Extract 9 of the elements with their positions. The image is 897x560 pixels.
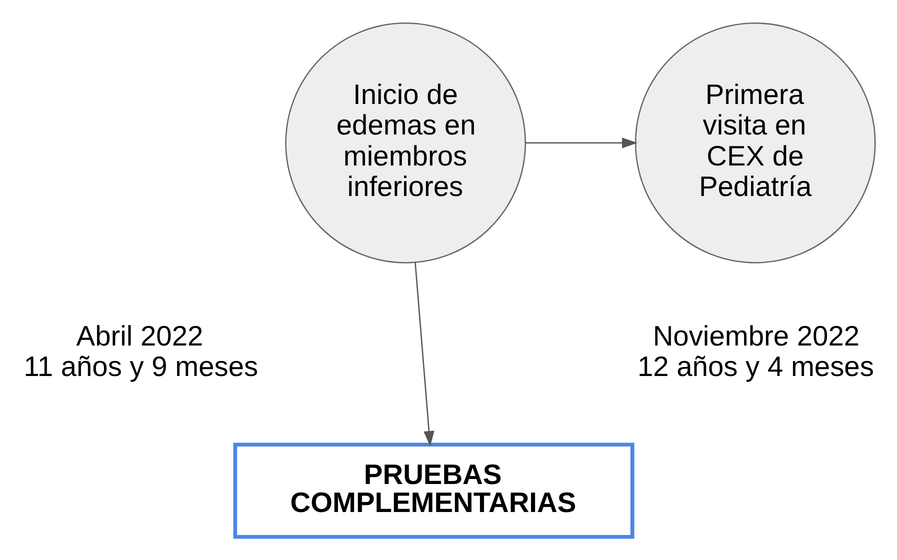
node-circle: Primera visita en CEX de Pediatría [634,22,876,264]
node-label: 11 años y 9 meses [24,350,258,382]
node-label: Noviembre 2022 [652,319,860,352]
node-label: Abril 2022 [76,319,204,352]
node-circle: Inicio de edemas en miembros inferiores [285,22,526,264]
arrow [525,138,638,148]
node-box: PRUEBAS COMPLEMENTARIAS [233,442,634,539]
node-label: 12 años y 4 meses [637,350,874,382]
arrow [414,262,434,446]
